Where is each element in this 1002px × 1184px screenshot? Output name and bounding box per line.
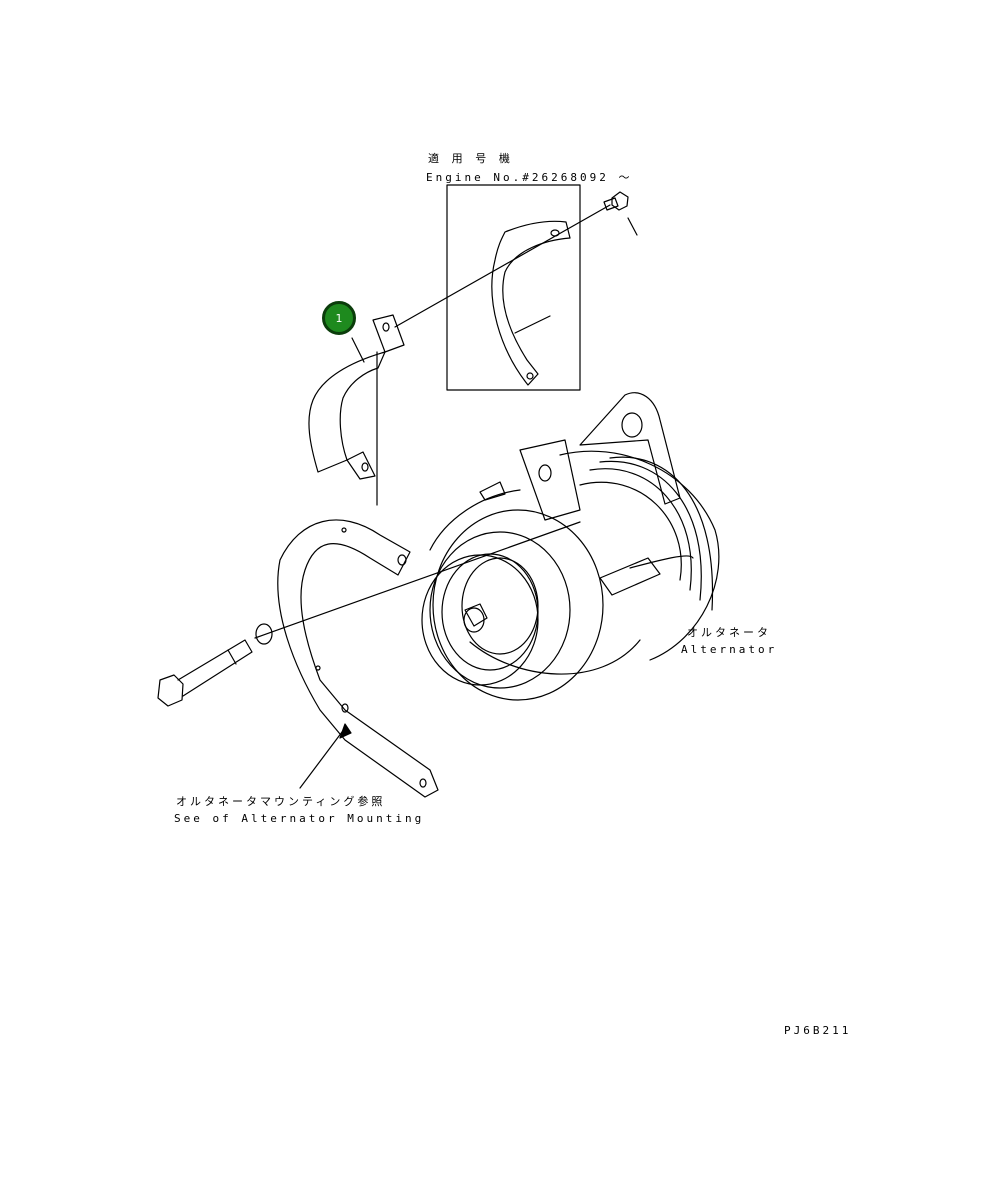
callout-leader xyxy=(351,337,365,363)
part-callout-1[interactable]: 1 xyxy=(322,301,356,335)
inset-bracket-hole-bottom xyxy=(526,372,534,380)
flange-bolt xyxy=(603,191,638,236)
mounting-note-jp: オルタネータマウンティング参照 xyxy=(176,795,386,808)
center-line-lower xyxy=(254,521,581,639)
mounting-note-en: See of Alternator Mounting xyxy=(174,812,425,825)
center-line-upper xyxy=(394,204,611,328)
long-bolt xyxy=(157,639,253,707)
inset-frame xyxy=(446,184,581,391)
inset-leader xyxy=(514,315,551,334)
alternator-cover-bracket xyxy=(308,314,405,506)
mounting-note-leader xyxy=(299,727,346,789)
inset-bracket xyxy=(491,220,571,386)
alternator-mounting-bracket xyxy=(277,519,439,798)
washer xyxy=(255,623,273,645)
drawing-code: PJ6B211 xyxy=(784,1024,852,1037)
applicable-label-jp: 適 用 号 機 xyxy=(428,152,513,165)
engine-number-label: Engine No.#26268092 ～ xyxy=(426,171,633,184)
alternator-label-en: Alternator xyxy=(681,643,778,656)
alternator-label-jp: オルタネータ xyxy=(687,626,771,639)
alternator-body xyxy=(421,392,720,701)
part-callout-number: 1 xyxy=(335,311,343,325)
mounting-note-arrow xyxy=(339,723,352,739)
